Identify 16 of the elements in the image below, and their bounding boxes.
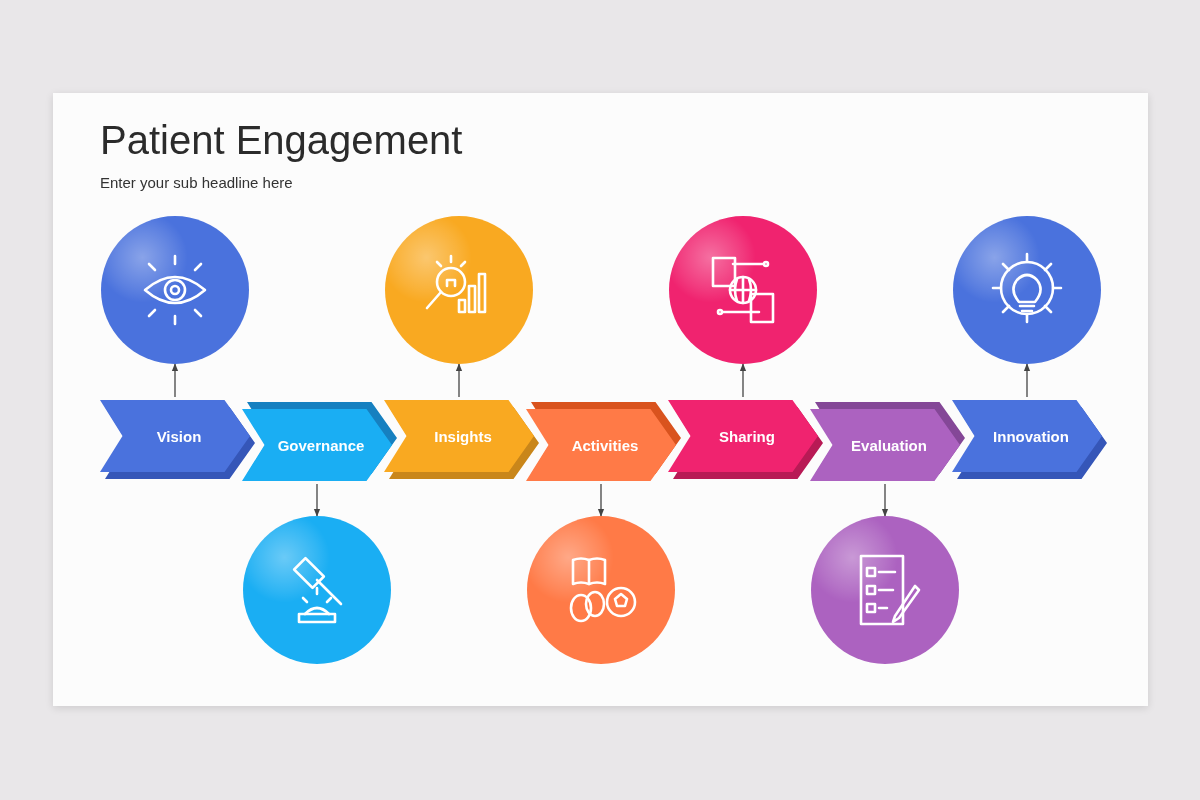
arrow (455, 363, 463, 398)
arrow (739, 363, 747, 398)
slide-title: Patient Engagement (100, 118, 463, 163)
step-label: Activities (570, 436, 639, 454)
arrow (597, 483, 605, 517)
step-label: Sharing (718, 427, 775, 445)
arrow (171, 363, 179, 398)
step-label: Governance (276, 436, 365, 454)
step-label: Evaluation (850, 436, 927, 454)
step-label: Innovation (992, 427, 1069, 445)
arrow (881, 483, 889, 517)
arrow (313, 483, 321, 517)
step-label: Vision (155, 427, 202, 445)
arrow (1023, 363, 1031, 398)
subtitle: Enter your sub headline here (100, 174, 293, 191)
step-label: Insights (433, 427, 492, 445)
